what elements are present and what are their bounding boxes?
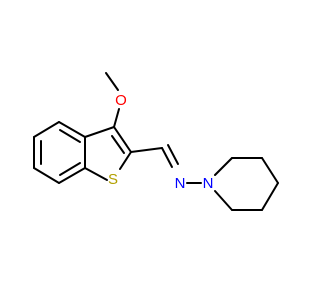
molecule-structure: O S N N xyxy=(33,72,279,211)
bond-benzene-6 xyxy=(58,121,86,138)
oxygen-label: O xyxy=(115,92,127,109)
bond-o-ch3 xyxy=(105,72,119,91)
bond-c3-c2-inner xyxy=(111,135,125,154)
bond-pip-4 xyxy=(261,182,279,211)
bond-benzene-4-inner xyxy=(59,162,81,176)
bond-pip-1 xyxy=(214,157,233,176)
bond-c3-o xyxy=(113,108,120,128)
imine-nitrogen-label: N xyxy=(175,175,186,192)
bond-c2-ch xyxy=(130,147,163,153)
bond-benzene-3 xyxy=(33,167,60,184)
bond-ch-n-1 xyxy=(161,147,173,168)
bonds xyxy=(33,72,279,211)
atom-labels: O S N N xyxy=(108,92,213,192)
piperidine-nitrogen-label: N xyxy=(203,175,214,192)
bond-pip-6 xyxy=(214,190,233,211)
bond-c3a-c3 xyxy=(84,126,115,138)
bond-benzene-4 xyxy=(58,167,86,184)
bond-benzene-6-inner xyxy=(59,129,81,143)
bond-pip-3 xyxy=(261,157,279,184)
bond-c3-c2 xyxy=(113,126,132,153)
bond-s-c7a xyxy=(84,167,108,181)
bond-benzene-1 xyxy=(33,121,60,138)
sulfur-label: S xyxy=(108,171,118,188)
bond-c2-s xyxy=(119,151,132,170)
bond-ch-n-2 xyxy=(167,144,179,165)
